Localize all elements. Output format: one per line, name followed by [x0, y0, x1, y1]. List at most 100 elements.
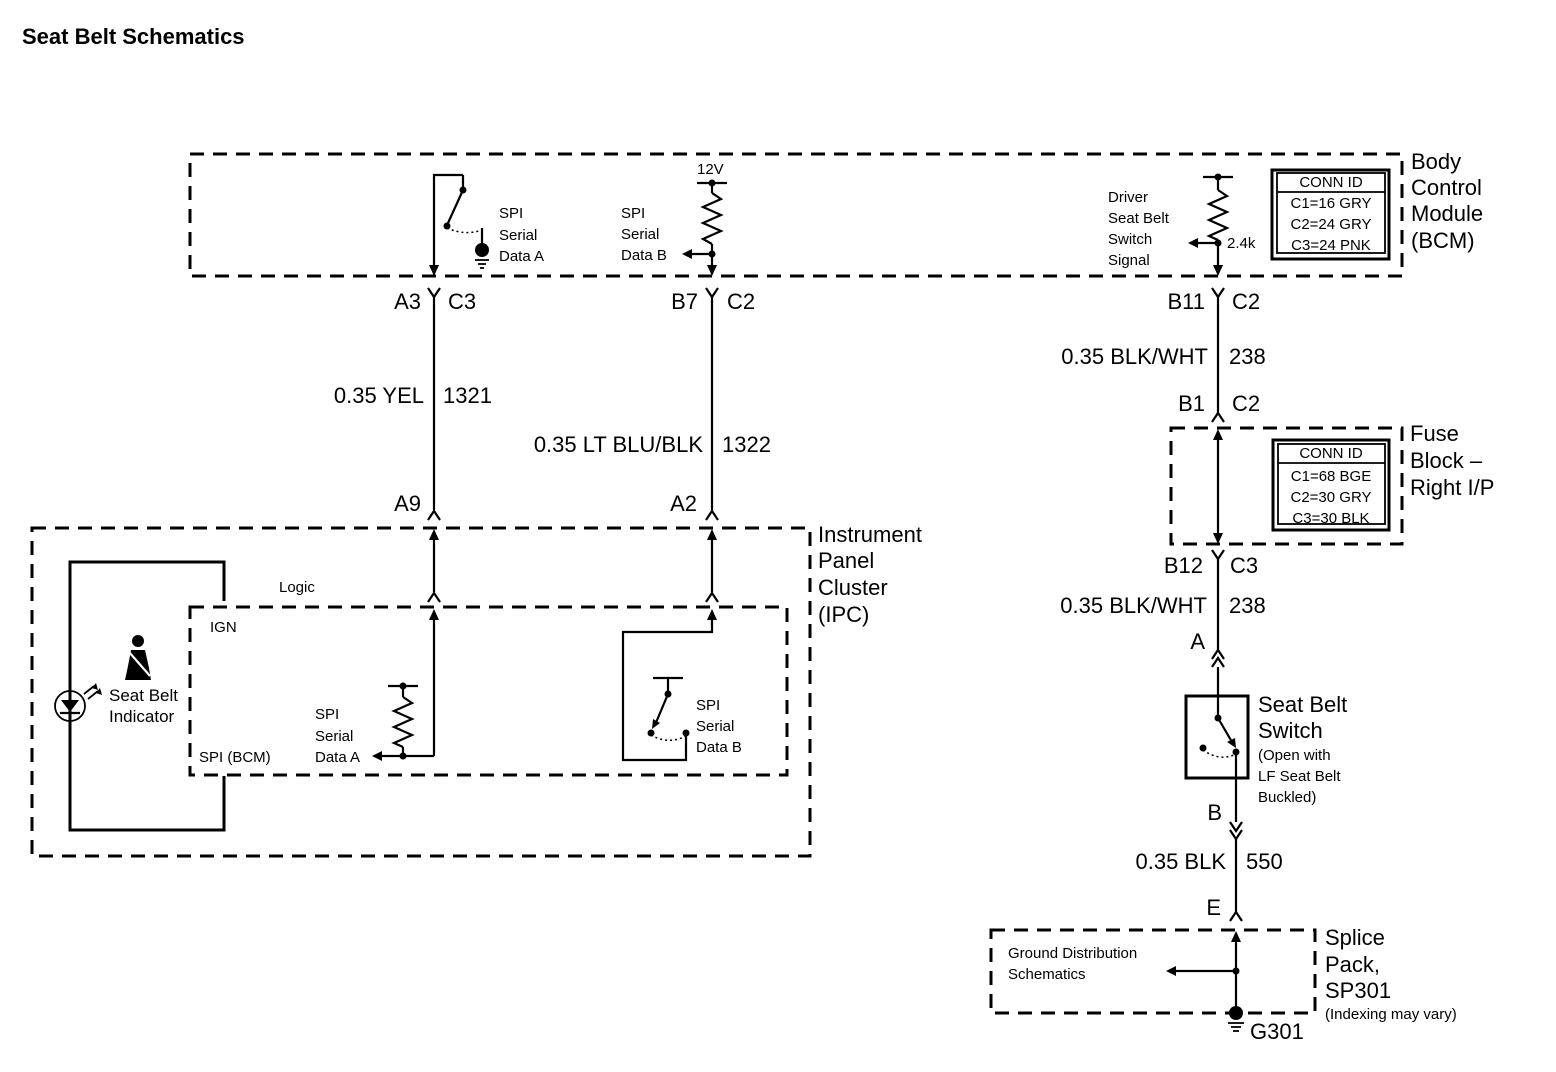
- svg-text:Signal: Signal: [1108, 252, 1150, 269]
- svg-text:SPI: SPI: [315, 706, 339, 723]
- seat-belt-switch: Seat Belt Switch (Open with LF Seat Belt…: [1184, 692, 1347, 822]
- wire-1321: A3 C3 0.35 YEL 1321 A9: [334, 287, 492, 521]
- splice-pack-label: Splice Pack, SP301 (Indexing may vary): [1325, 925, 1457, 1023]
- svg-text:C1=68 BGE: C1=68 BGE: [1291, 468, 1371, 485]
- pin-c3-b12: C3: [1230, 553, 1258, 578]
- pin-a3: A3: [394, 289, 421, 314]
- ipc-logic-label: Logic: [279, 579, 315, 596]
- pin-e: E: [1206, 895, 1221, 920]
- pin-b1: B1: [1178, 391, 1205, 416]
- svg-text:Pack,: Pack,: [1325, 952, 1380, 977]
- pin-b12: B12: [1164, 553, 1203, 578]
- ipc-spi-data-b-circuit: SPI Serial Data B: [621, 609, 742, 762]
- svg-text:Serial: Serial: [621, 226, 659, 243]
- svg-text:Switch: Switch: [1108, 231, 1152, 248]
- svg-text:C3=24 PNK: C3=24 PNK: [1291, 237, 1371, 254]
- pin-c2-top: C2: [727, 289, 755, 314]
- wire-238-lower-circuit: 238: [1229, 593, 1266, 618]
- seat-belt-indicator-led-icon: [54, 683, 102, 722]
- bcm-driver-switch-signal-circuit: 2.4k Driver Seat Belt Switch Signal: [1108, 173, 1256, 276]
- wire-238-upper: B11 C2 0.35 BLK/WHT 238 B1 C2: [1061, 287, 1266, 423]
- bcm-label: Body Control Module (BCM): [1411, 149, 1483, 253]
- pin-c3-top: C3: [448, 289, 476, 314]
- seat-belt-indicator-label-1: Seat Belt: [109, 686, 178, 705]
- svg-text:Cluster: Cluster: [818, 575, 888, 600]
- svg-text:12V: 12V: [697, 161, 724, 178]
- svg-text:Module: Module: [1411, 201, 1483, 226]
- svg-text:Schematics: Schematics: [1008, 966, 1086, 983]
- svg-text:Switch: Switch: [1258, 718, 1323, 743]
- svg-text:Splice: Splice: [1325, 925, 1385, 950]
- wire-238-upper-spec: 0.35 BLK/WHT: [1061, 344, 1208, 369]
- fuse-block-label: Fuse Block – Right I/P: [1410, 421, 1494, 500]
- wire-550-spec: 0.35 BLK: [1135, 849, 1226, 874]
- svg-text:Buckled): Buckled): [1258, 789, 1316, 806]
- wire-1322-circuit: 1322: [722, 432, 771, 457]
- wire-550: B 0.35 BLK 550 E: [1135, 800, 1283, 922]
- wire-238-lower: B12 C3 0.35 BLK/WHT 238 A: [1060, 549, 1266, 696]
- svg-text:C3=30 BLK: C3=30 BLK: [1292, 510, 1369, 527]
- svg-text:Instrument: Instrument: [818, 522, 922, 547]
- page-title: Seat Belt Schematics: [22, 24, 245, 49]
- svg-text:C2=24 GRY: C2=24 GRY: [1290, 216, 1371, 233]
- fuse-block-boundary: [1169, 426, 1404, 546]
- fuse-block-module: Fuse Block – Right I/P CONN ID C1=68 BGE…: [1169, 421, 1494, 546]
- wire-550-circuit: 550: [1246, 849, 1283, 874]
- svg-text:Panel: Panel: [818, 548, 874, 573]
- pin-c2-b1: C2: [1232, 391, 1260, 416]
- splice-pack-module: Splice Pack, SP301 (Indexing may vary) G…: [989, 925, 1457, 1044]
- svg-text:C1=16 GRY: C1=16 GRY: [1290, 195, 1371, 212]
- wire-238-upper-circuit: 238: [1229, 344, 1266, 369]
- svg-text:Serial: Serial: [499, 227, 537, 244]
- bcm-boundary: [188, 152, 1404, 278]
- bcm-module: Body Control Module (BCM) CONN ID C1=16 …: [188, 149, 1483, 278]
- wire-1322: B7 C2 0.35 LT BLU/BLK 1322 A2: [534, 287, 771, 521]
- ipc-module: Instrument Panel Cluster (IPC) Logic IGN…: [30, 522, 922, 858]
- bcm-spi-data-a-circuit: SPI Serial Data A: [429, 173, 544, 276]
- wire-1322-spec: 0.35 LT BLU/BLK: [534, 432, 704, 457]
- svg-text:C2=30 GRY: C2=30 GRY: [1290, 489, 1371, 506]
- svg-text:CONN ID: CONN ID: [1299, 445, 1363, 462]
- svg-text:LF Seat Belt: LF Seat Belt: [1258, 768, 1341, 785]
- ipc-label: Instrument Panel Cluster (IPC): [818, 522, 922, 627]
- svg-text:Seat Belt: Seat Belt: [1108, 210, 1170, 227]
- bcm-conn-id-table: CONN ID C1=16 GRY C2=24 GRY C3=24 PNK: [1270, 168, 1391, 261]
- svg-text:Data A: Data A: [315, 749, 360, 766]
- wire-238-lower-spec: 0.35 BLK/WHT: [1060, 593, 1207, 618]
- pin-a2: A2: [670, 491, 697, 516]
- pin-c2-b11: C2: [1232, 289, 1260, 314]
- bcm-spi-data-b-circuit: 12V SPI Serial Data B: [621, 161, 727, 276]
- svg-text:CONN ID: CONN ID: [1299, 174, 1363, 191]
- pin-b11: B11: [1167, 289, 1205, 314]
- pin-a9: A9: [394, 491, 421, 516]
- ipc-ign-label: IGN: [210, 619, 237, 636]
- svg-text:2.4k: 2.4k: [1227, 235, 1256, 252]
- ipc-logic-boundary: [188, 605, 789, 777]
- fuse-conn-id-table: CONN ID C1=68 BGE C2=30 GRY C3=30 BLK: [1271, 438, 1391, 532]
- svg-text:SPI: SPI: [621, 205, 645, 222]
- svg-text:Ground Distribution: Ground Distribution: [1008, 945, 1137, 962]
- ipc-spi-data-a-circuit: SPI Serial Data A: [315, 609, 439, 766]
- svg-text:(IPC): (IPC): [818, 602, 869, 627]
- pin-b: B: [1207, 800, 1222, 825]
- svg-text:SPI: SPI: [499, 205, 523, 222]
- ipc-indicator-bracket: [68, 560, 226, 832]
- svg-text:Serial: Serial: [315, 728, 353, 745]
- seat-belt-indicator-label-2: Indicator: [109, 707, 175, 726]
- svg-text:(Open with: (Open with: [1258, 747, 1331, 764]
- svg-text:Data B: Data B: [621, 247, 667, 264]
- wire-1321-spec: 0.35 YEL: [334, 383, 424, 408]
- svg-text:Seat Belt: Seat Belt: [1258, 692, 1347, 717]
- ipc-spi-bcm-label: SPI (BCM): [199, 749, 271, 766]
- ground-g301: G301: [1250, 1019, 1304, 1044]
- svg-text:Data A: Data A: [499, 248, 544, 265]
- svg-text:SPI: SPI: [696, 697, 720, 714]
- svg-text:SP301: SP301: [1325, 978, 1391, 1003]
- svg-text:Driver: Driver: [1108, 189, 1148, 206]
- svg-text:Fuse: Fuse: [1410, 421, 1459, 446]
- svg-text:(BCM): (BCM): [1411, 228, 1475, 253]
- splice-pack-boundary: [989, 928, 1317, 1015]
- svg-text:Block –: Block –: [1410, 448, 1483, 473]
- pin-b7: B7: [671, 289, 698, 314]
